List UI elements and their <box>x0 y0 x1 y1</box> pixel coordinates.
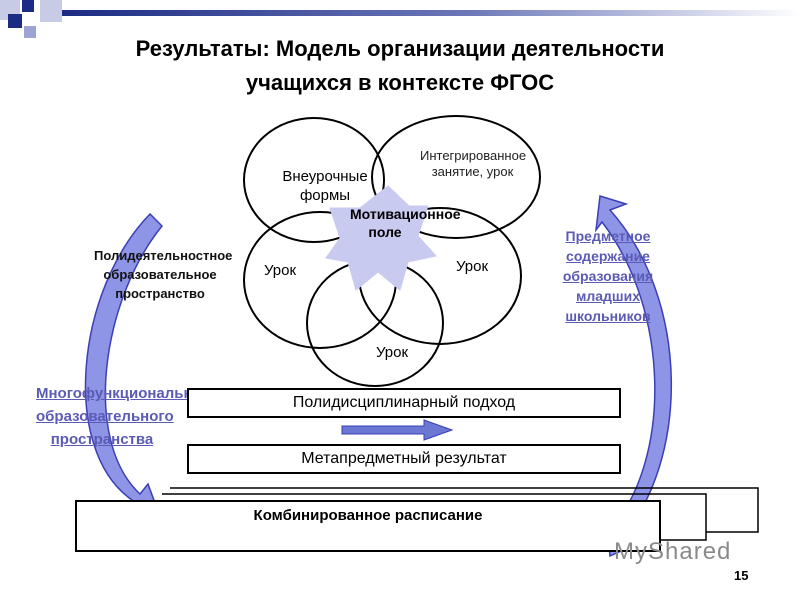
motivation-star <box>325 185 437 291</box>
watermark: MyShared <box>614 538 731 566</box>
page-title-line-2: учащихся в контексте ФГОС <box>245 70 555 95</box>
deco-square <box>24 26 36 38</box>
page-title-line-1: Результаты: Модель организации деятельно… <box>135 36 665 61</box>
metasubject-result-box: Метапредметный результат <box>187 444 621 474</box>
label-lesson-bottom: Урок <box>375 344 409 361</box>
deco-band <box>62 10 800 16</box>
header-decoration <box>0 0 800 38</box>
label-extracurricular: Внеурочные формы <box>282 168 368 204</box>
page-number: 15 <box>734 568 749 583</box>
schedule-bracket-outer <box>170 487 759 533</box>
multifunctionality-link[interactable]: Многофункциональность образовательного п… <box>36 385 227 448</box>
deco-square <box>8 14 22 28</box>
polydisciplinary-approach-box: Полидисциплинарный подход <box>187 388 621 418</box>
deco-square <box>40 0 62 22</box>
deco-square <box>22 0 34 12</box>
watermark-text: MyShared <box>614 538 732 565</box>
label-lesson-left: Урок <box>263 262 297 279</box>
label-integrated: Интегрированное занятие, урок <box>420 148 527 180</box>
star-label: Мотивационное поле <box>350 206 461 240</box>
subject-content-link[interactable]: Предметное содержание образования младши… <box>562 228 654 324</box>
down-arrow <box>341 419 454 441</box>
circle-integrated <box>371 115 541 239</box>
label-lesson-right: Урок <box>455 258 489 275</box>
combined-schedule-box: Комбинированное расписание <box>75 500 661 552</box>
circle-lesson-bottom <box>306 259 444 387</box>
circle-extracurricular <box>243 117 385 243</box>
schedule-bracket-middle <box>162 493 707 541</box>
polyactivity-space-text: Полидеятельностное образовательное прост… <box>94 248 233 301</box>
